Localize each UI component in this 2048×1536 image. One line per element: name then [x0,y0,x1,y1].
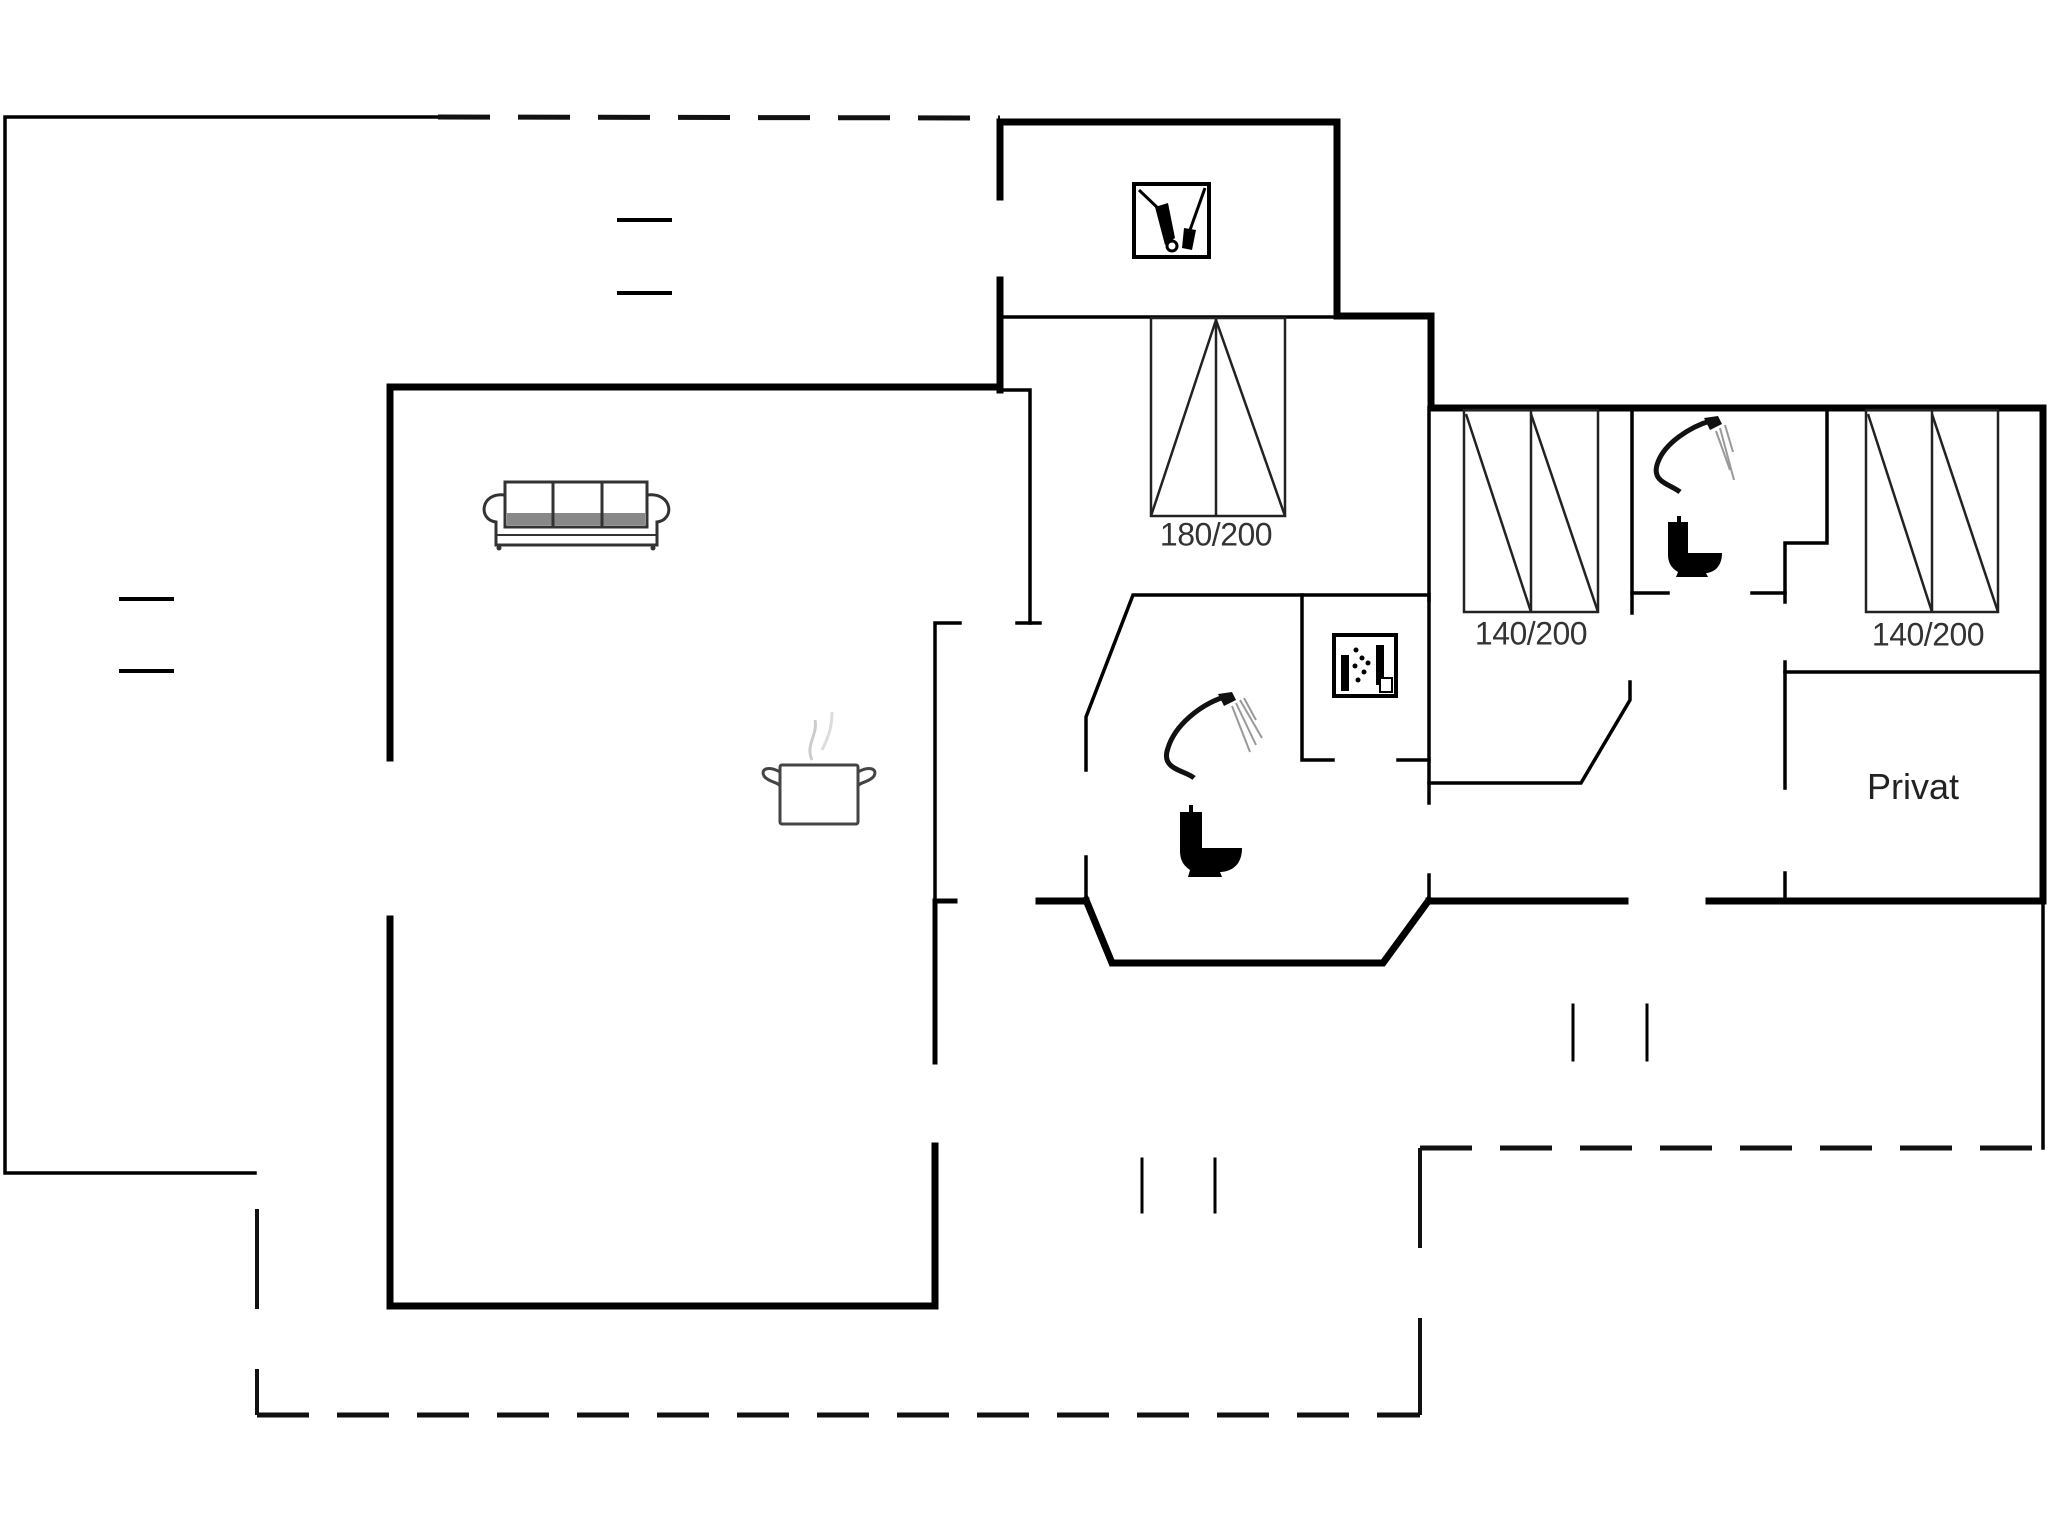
room-label-privat: Privat [1866,766,1960,807]
bed-180-200 [1149,316,1287,518]
bed-140-200-left [1462,408,1600,614]
shower-icon [1653,416,1735,495]
sofa-icon [482,480,671,551]
bed-size-label-bedroom-2: 140/200 [1474,615,1588,652]
bed-140-200-right [1864,408,2000,614]
living-room-walls [386,383,1042,1310]
shower-icon [1163,692,1263,781]
bedroom-wing-walls [1427,404,2047,905]
toilet-icon [1180,805,1242,877]
terrace-outline [3,114,2045,1418]
washing-machine-icon [1332,633,1398,698]
bed-size-label-bedroom-1: 180/200 [1159,516,1273,553]
bathroom-1-walls [1081,593,1434,967]
toilet-icon [1668,516,1722,577]
cleaning-tools-icon [1132,182,1211,259]
cooking-pot-icon [761,711,877,826]
bed-size-label-bedroom-3: 140/200 [1871,616,1985,653]
